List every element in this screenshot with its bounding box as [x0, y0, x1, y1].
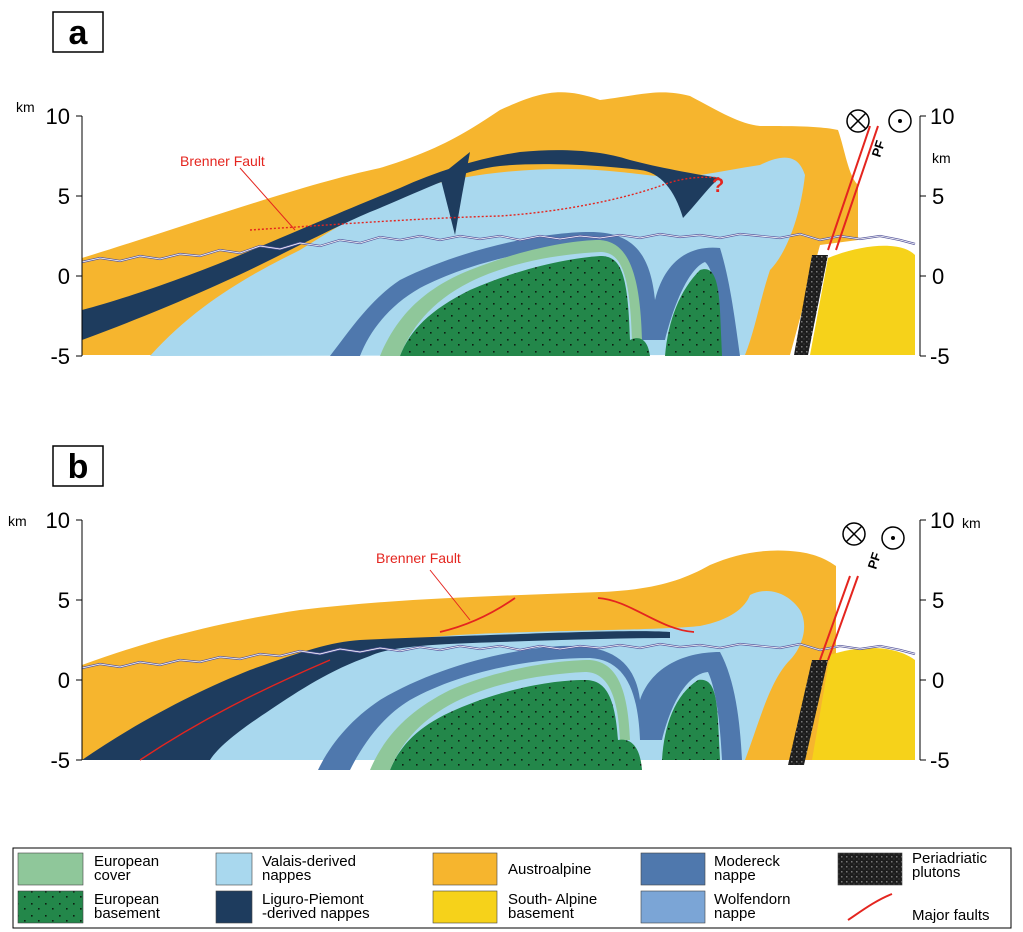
panel-b-european-basement-2: [662, 679, 720, 760]
panel-b-into-page-symbol: [842, 522, 866, 546]
panel-b-periadriatic: [788, 660, 828, 765]
panel-a-brenner-label: Brenner Fault: [180, 153, 265, 169]
panel-b-label-box: [52, 445, 104, 487]
legend-label-wolfendorn: Wolfendorn nappe: [714, 891, 795, 922]
panel-b-base-fault: [139, 659, 331, 761]
legend-swatch-european-cover: [17, 852, 84, 886]
legend-label-european-basement: European basement: [94, 891, 163, 922]
legend-swatch-austroalpine: [432, 852, 498, 886]
legend-label-periadriatic: Periadriatic plutons: [912, 850, 991, 881]
panel-a-right-unit: km: [932, 150, 951, 166]
legend: European cover European basement Valais-…: [12, 847, 1012, 929]
panel-a-left-unit: km: [16, 99, 35, 115]
panel-b-right-unit: km: [962, 515, 981, 531]
legend-swatch-faults: [847, 893, 893, 921]
panel-b-right-tick: 5: [932, 588, 944, 613]
legend-label-european-cover: European cover: [94, 853, 163, 884]
panel-a-left-axis: km 10 5 0 -5: [16, 99, 83, 369]
panel-a-european-basement: [400, 256, 650, 356]
panel-b-brenner-fault-1: [439, 597, 516, 633]
panel-a-question-mark: ?: [712, 175, 724, 197]
panel-b-right-tick: 0: [932, 668, 944, 693]
panel-a-south-alpine: [810, 245, 915, 355]
panel-a-modereck: [330, 232, 740, 356]
panel-a-european-cover: [380, 240, 642, 356]
panel-b-brenner-fault-2: [597, 597, 695, 633]
panel-b-european-basement: [390, 680, 642, 770]
panel-a-out-of-page-symbol: [888, 109, 912, 133]
panel-b-left-unit: km: [8, 513, 27, 529]
panel-b-left-tick: 0: [58, 668, 70, 693]
legend-label-south-alpine: South- Alpine basement: [508, 891, 601, 922]
panel-b-south-alpine: [812, 648, 915, 760]
legend-swatch-valais: [215, 852, 253, 886]
panel-a-periadriatic: [794, 255, 828, 355]
panel-b-brenner-label: Brenner Fault: [376, 550, 461, 566]
legend-swatch-european-basement: [17, 890, 84, 924]
panel-b-pf-label: PF: [865, 550, 884, 570]
panel-b-modereck: [318, 645, 742, 770]
panel-a-left-tick: -5: [50, 344, 70, 369]
legend-label-liguro: Liguro-Piemont -derived nappes: [262, 891, 370, 922]
legend-swatch-wolfendorn: [640, 890, 706, 924]
panel-a-brenner-fault-trace: [249, 176, 721, 231]
panel-a-pf-fault-1: [827, 125, 871, 251]
legend-label-valais: Valais-derived nappes: [262, 853, 360, 884]
panel-b-pf-fault-1: [819, 575, 851, 661]
panel-b-right-tick: 10: [930, 508, 954, 533]
legend-label-austroalpine: Austroalpine: [508, 861, 591, 878]
panel-b-left-tick: -5: [50, 748, 70, 773]
panel-b-european-cover: [370, 660, 630, 770]
legend-swatch-south-alpine: [432, 890, 498, 924]
panel-b-liguro: [82, 631, 670, 760]
panel-a-label: a: [69, 14, 89, 52]
panel-b: b Brenner Fault PF: [8, 445, 981, 773]
panel-b-pf-fault-2: [827, 575, 859, 661]
legend-swatch-liguro: [215, 890, 253, 924]
legend-label-modereck: Modereck nappe: [714, 853, 784, 884]
legend-swatch-modereck: [640, 852, 706, 886]
panel-a-right-tick: -5: [930, 344, 950, 369]
panel-a-left-tick: 0: [58, 264, 70, 289]
panel-b-brenner-leader: [429, 569, 471, 621]
panel-a-right-tick: 10: [930, 104, 954, 129]
panel-a-left-tick: 10: [46, 104, 70, 129]
panel-a-left-tick: 5: [58, 184, 70, 209]
panel-b-left-tick: 10: [46, 508, 70, 533]
panel-a: a Brenner Fault ? PF: [16, 11, 954, 369]
panel-a-liguro: [82, 150, 720, 340]
panel-b-label: b: [68, 448, 89, 486]
panel-a-brenner-leader: [239, 167, 296, 231]
panel-a-right-axis: 10 km 5 0 -5: [919, 104, 954, 369]
legend-swatch-periadriatic: [837, 852, 903, 886]
panel-a-right-tick: 5: [932, 184, 944, 209]
panel-b-left-tick: 5: [58, 588, 70, 613]
legend-label-faults: Major faults: [912, 907, 990, 924]
panel-a-pf-label: PF: [869, 138, 888, 158]
panel-b-right-axis: 10 km 5 0 -5: [919, 508, 981, 773]
panel-a-pf-fault-2: [835, 125, 879, 251]
panel-a-liguro-tooth: [440, 152, 470, 235]
panel-b-out-of-page-symbol: [881, 526, 905, 550]
panel-b-left-axis: km 10 5 0 -5: [8, 508, 83, 773]
panel-a-right-tick: 0: [932, 264, 944, 289]
panel-b-right-tick: -5: [930, 748, 950, 773]
panel-a-european-basement-2: [665, 269, 722, 356]
panel-a-into-page-symbol: [846, 109, 870, 133]
panel-a-label-box: [52, 11, 104, 53]
